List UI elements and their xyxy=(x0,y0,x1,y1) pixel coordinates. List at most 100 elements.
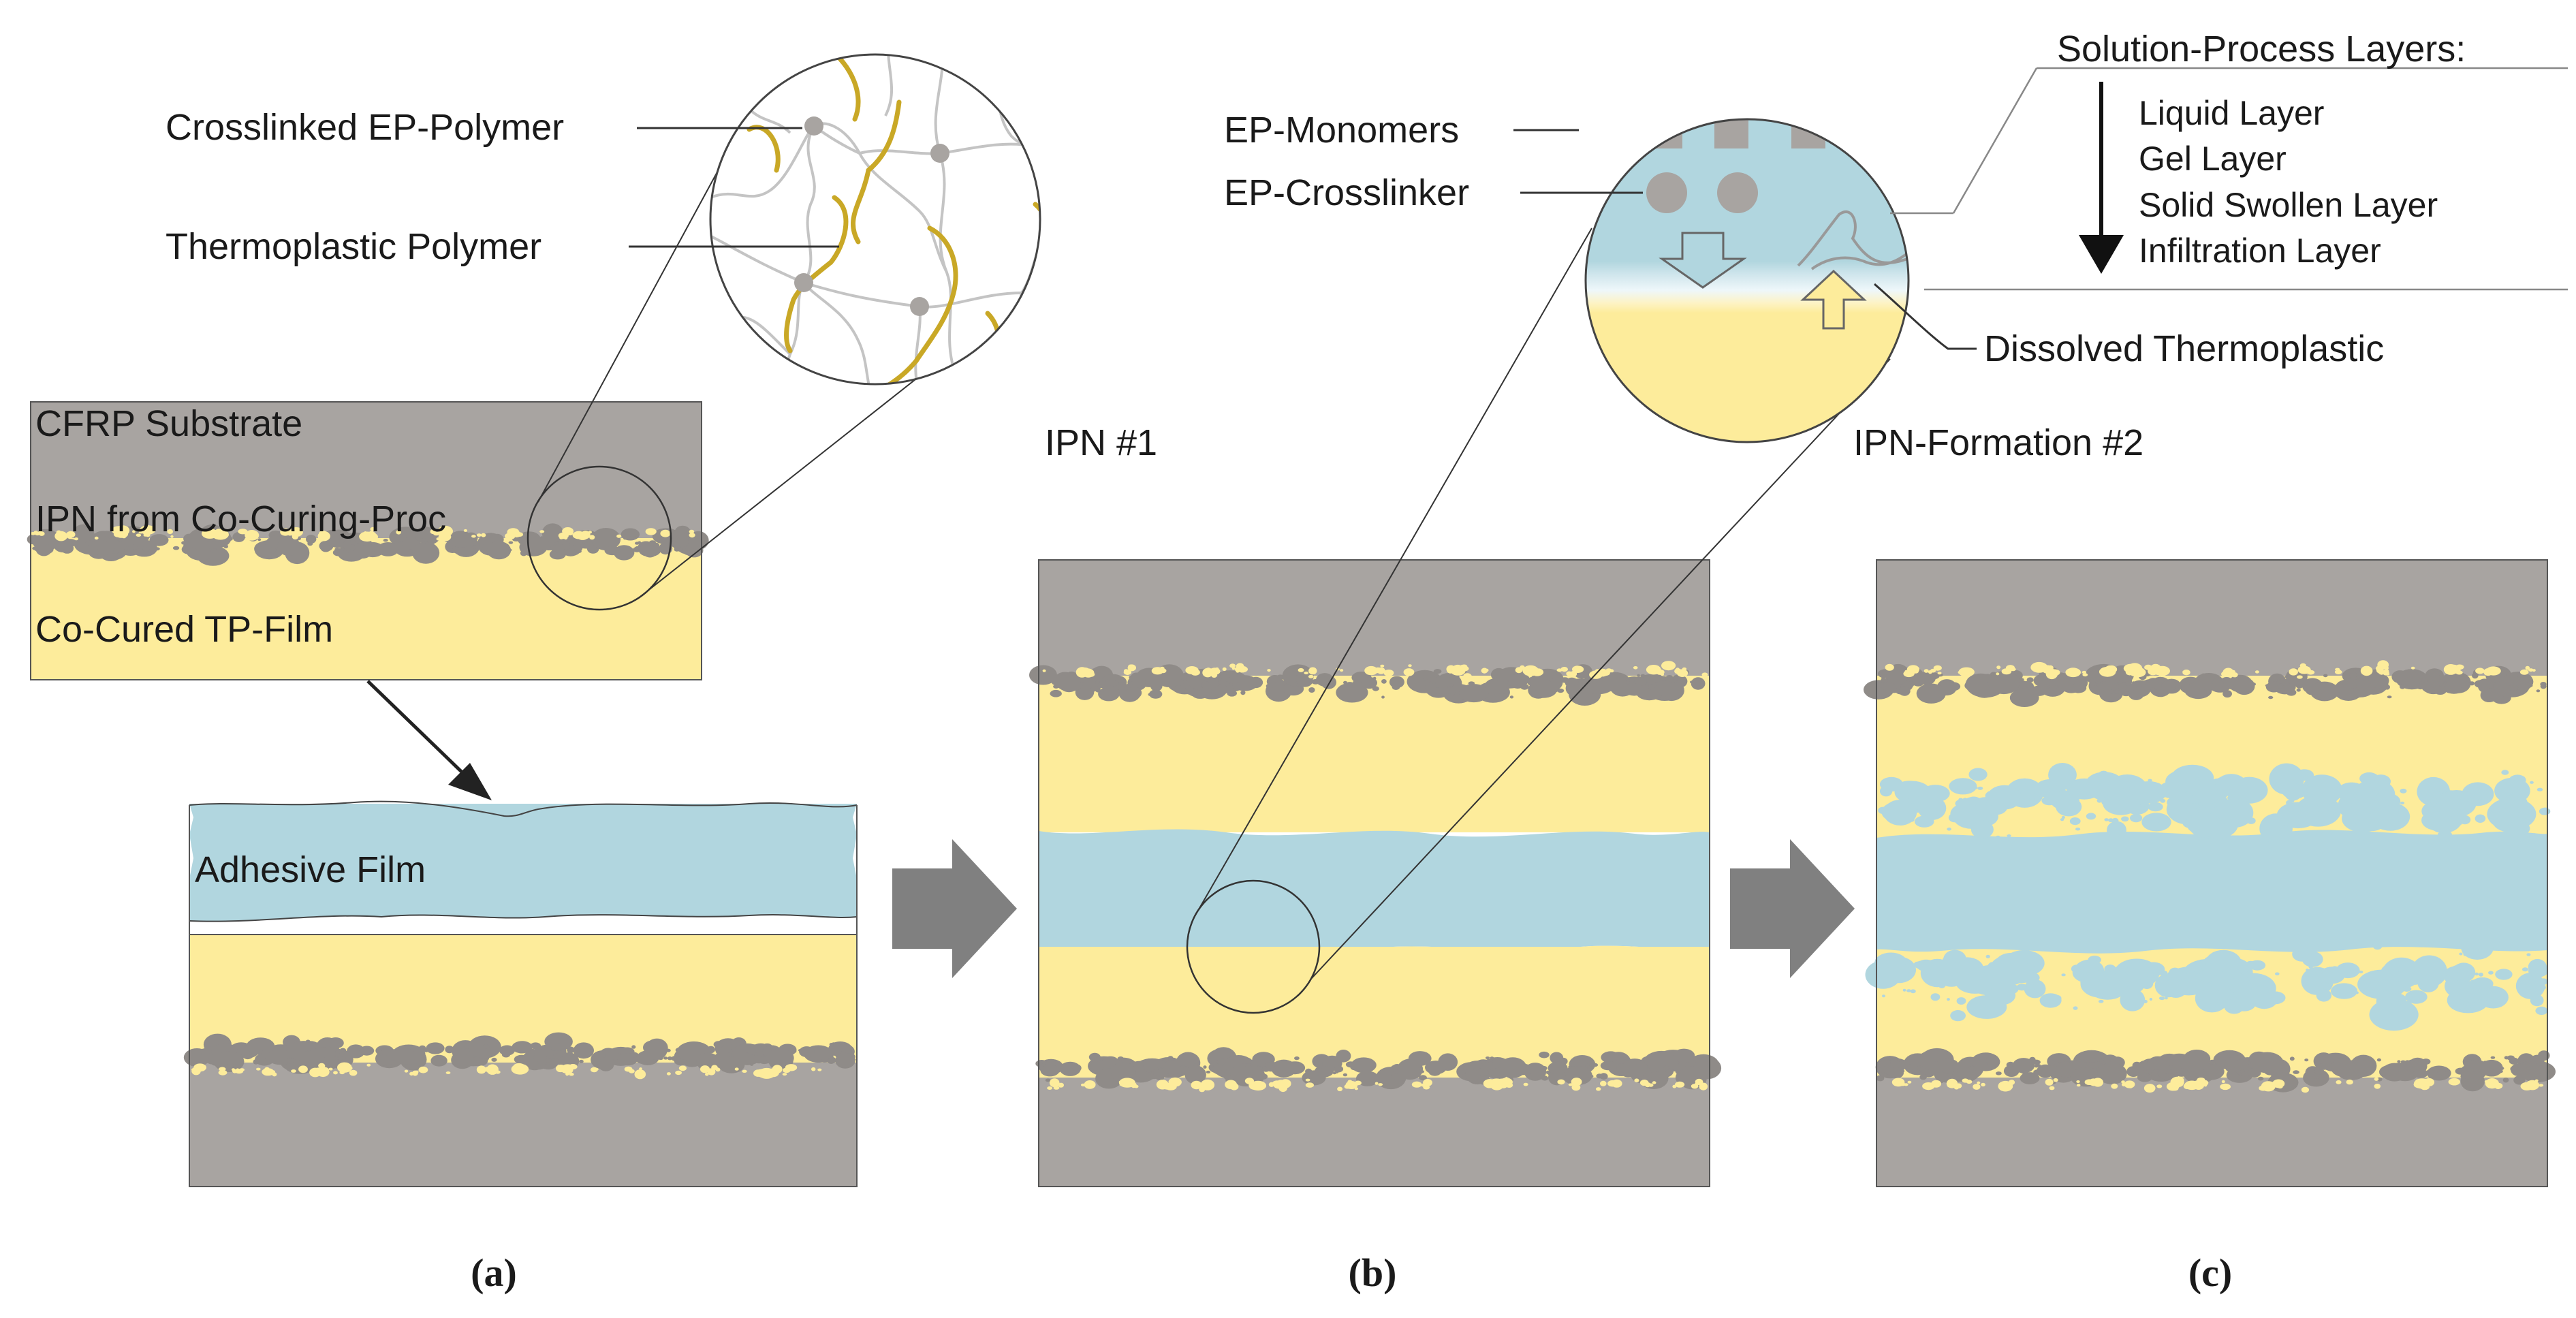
particle xyxy=(1530,671,1563,693)
particle xyxy=(401,537,420,550)
particle xyxy=(1408,664,1412,668)
particle xyxy=(2443,664,2458,675)
particle xyxy=(2307,670,2315,675)
particle xyxy=(1902,988,1906,992)
particle xyxy=(471,535,476,538)
particle xyxy=(2164,670,2169,673)
particle xyxy=(576,550,582,553)
particle xyxy=(700,1065,710,1073)
particle xyxy=(1340,669,1344,672)
particle xyxy=(262,1068,274,1076)
particle xyxy=(2167,796,2185,809)
particle xyxy=(1966,796,1981,806)
particle xyxy=(2479,972,2483,977)
particle xyxy=(1117,684,1129,691)
particle xyxy=(2277,683,2284,689)
particle xyxy=(666,1072,671,1076)
particle xyxy=(2179,985,2184,989)
particle xyxy=(1214,671,1219,675)
particle xyxy=(2472,672,2479,679)
particle xyxy=(2405,990,2428,1004)
particle xyxy=(1334,1065,1344,1073)
particle xyxy=(2067,778,2102,800)
particle xyxy=(1353,679,1364,687)
particle xyxy=(561,1060,565,1063)
particle xyxy=(2148,666,2158,676)
particle xyxy=(2149,998,2153,1001)
particle xyxy=(2210,974,2215,977)
particle xyxy=(1230,1063,1263,1085)
particle xyxy=(482,1044,490,1049)
particle xyxy=(2384,666,2389,670)
particle xyxy=(1584,1063,1588,1066)
particle xyxy=(1981,813,1988,819)
particle xyxy=(2487,1082,2492,1086)
particle xyxy=(1907,1080,1912,1084)
particle xyxy=(2049,1086,2055,1091)
panel-c-label: (c) xyxy=(2188,1251,2232,1295)
particle xyxy=(2312,982,2317,985)
particle xyxy=(2188,812,2219,838)
particle xyxy=(2143,1084,2156,1093)
particle xyxy=(1955,799,1969,809)
particle xyxy=(616,1053,621,1056)
particle xyxy=(1592,1063,1599,1067)
particle xyxy=(2053,1078,2058,1082)
particle xyxy=(2522,967,2528,972)
particle xyxy=(2180,1054,2210,1072)
dissolved-thermoplastic-label: Dissolved Thermoplastic xyxy=(1984,328,2384,369)
panel-c-bottom-cfrp xyxy=(1876,1078,2547,1187)
particle xyxy=(1449,683,1454,687)
particle xyxy=(54,531,68,542)
particle xyxy=(2092,1078,2103,1087)
particle xyxy=(1105,678,1116,687)
particle xyxy=(1058,1082,1064,1088)
particle xyxy=(678,1065,687,1071)
particle xyxy=(1201,681,1211,689)
particle xyxy=(1609,669,1614,673)
particle xyxy=(246,1037,275,1055)
particle xyxy=(2376,667,2384,674)
particle xyxy=(544,1058,550,1063)
particle xyxy=(1460,665,1469,672)
particle xyxy=(817,1068,822,1071)
particle xyxy=(133,537,144,547)
particle xyxy=(799,1046,815,1058)
particle xyxy=(677,545,681,549)
panel-c-ipn-band-bottom xyxy=(1875,1048,2556,1093)
dissolved-thermoplastic-leader xyxy=(1874,283,1977,350)
panel-c-infiltration-lower xyxy=(1865,935,2548,1031)
particle xyxy=(1548,1061,1568,1075)
particle xyxy=(579,1059,584,1063)
particle xyxy=(591,528,621,550)
particle xyxy=(554,544,565,553)
particle xyxy=(2261,1081,2276,1092)
particle xyxy=(1568,1065,1572,1069)
particle xyxy=(1278,1084,1288,1093)
particle xyxy=(1644,1050,1680,1073)
particle xyxy=(1103,685,1119,697)
particle xyxy=(363,533,368,536)
particle xyxy=(2304,821,2308,824)
particle xyxy=(1408,1051,1432,1066)
particle xyxy=(1337,1086,1343,1092)
layer-solid-swollen: Solid Swollen Layer xyxy=(2139,186,2438,224)
particle xyxy=(689,533,695,538)
particle xyxy=(1947,998,1950,1001)
particle xyxy=(544,1045,552,1052)
particle xyxy=(2224,997,2245,1014)
particle xyxy=(2468,975,2473,979)
cfrp-substrate-label: CFRP Substrate xyxy=(35,403,302,444)
particle xyxy=(2376,1058,2381,1062)
particle xyxy=(1911,682,1915,685)
particle xyxy=(2502,1078,2509,1083)
particle xyxy=(1381,679,1387,684)
particle xyxy=(1438,1053,1458,1071)
particle xyxy=(433,531,440,536)
particle xyxy=(1699,1082,1708,1091)
particle xyxy=(1988,671,2020,695)
particle xyxy=(1557,688,1565,693)
particle xyxy=(2415,1084,2421,1088)
particle xyxy=(1268,1082,1274,1087)
particle xyxy=(1981,1082,1985,1086)
